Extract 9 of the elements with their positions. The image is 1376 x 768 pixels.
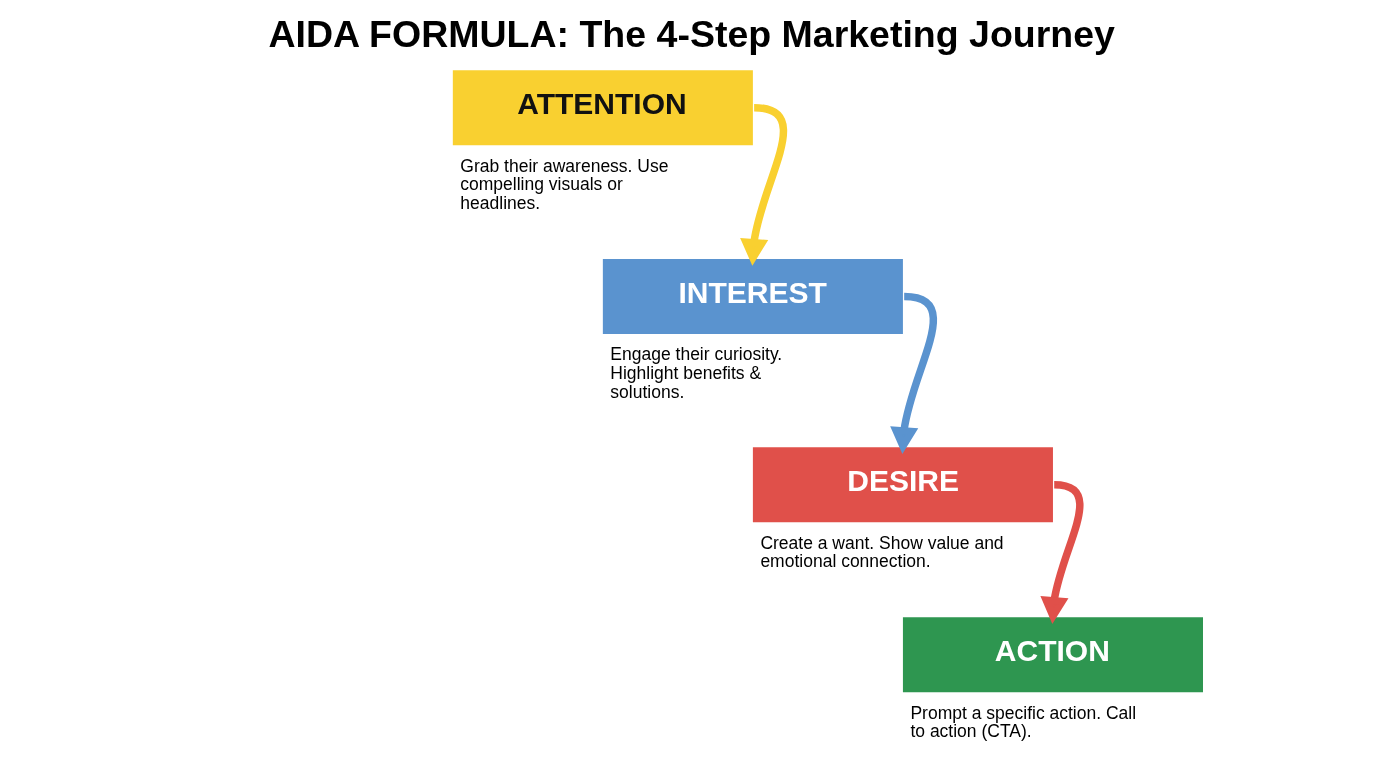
node-box: ATTENTION xyxy=(452,70,753,146)
node-box: DESIRE xyxy=(752,447,1053,523)
diagram-title: AIDA FORMULA: The 4-Step Marketing Journey xyxy=(267,13,1115,56)
node-box: INTEREST xyxy=(602,258,903,334)
node-label: Grab their awareness. Use compelling visuals or headlines. xyxy=(459,155,668,214)
node-label: Engage their curiosity. Highlight benefits & solutions. xyxy=(609,344,782,402)
node-label: Prompt a specific action. Call to action (CTA). xyxy=(909,702,1136,742)
node-box: ACTION xyxy=(902,617,1203,693)
node-label: Create a want. Show value and emotional connection. xyxy=(759,532,1004,572)
